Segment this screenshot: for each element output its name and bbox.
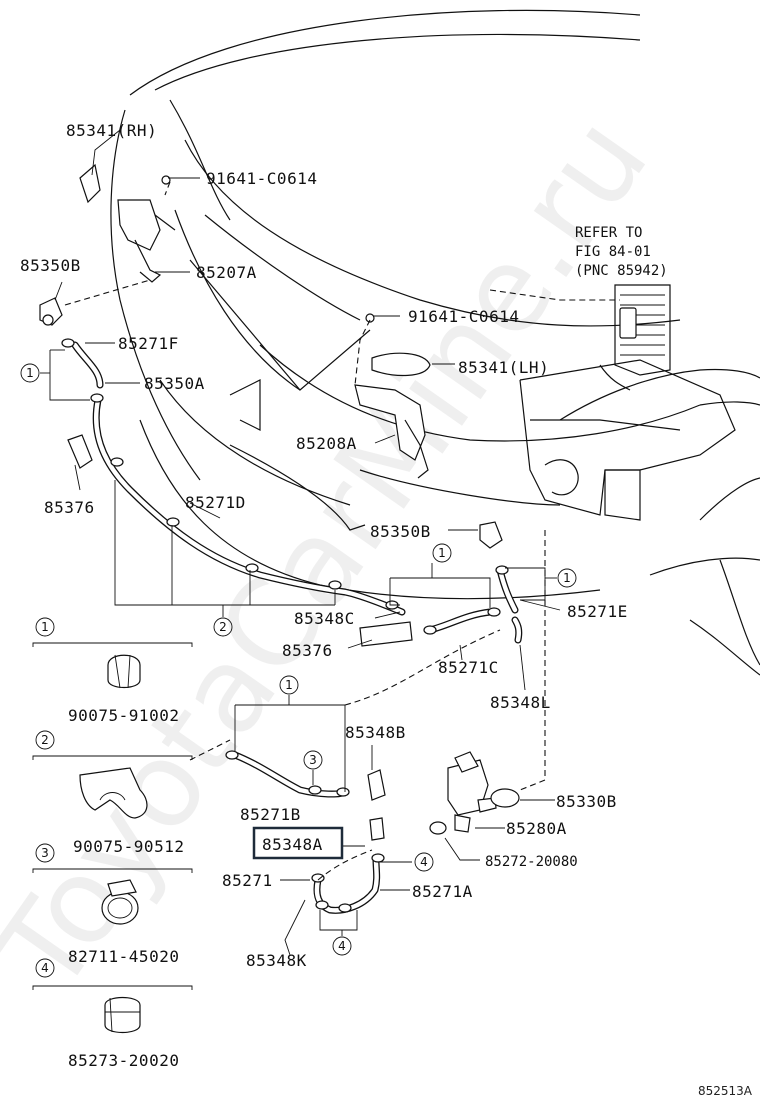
label-85341-rh: 85341(RH) [66, 121, 157, 140]
callout-1-middle: 1 [438, 546, 446, 560]
refer-line-3: (PNC 85942) [575, 263, 668, 279]
legend-3-part: 82711-45020 [68, 947, 179, 966]
label-85271e: 85271E [567, 602, 628, 621]
callout-4-bottom: 4 [338, 939, 346, 953]
label-85341-lh: 85341(LH) [458, 358, 549, 377]
legend-3-number: 3 [41, 846, 49, 860]
label-85376-middle: 85376 [282, 641, 333, 660]
refer-line-2: FIG 84-01 [575, 244, 651, 260]
label-85271c: 85271C [438, 658, 499, 677]
label-85271a: 85271A [412, 882, 473, 901]
label-91641-c0614-upper: 91641-C0614 [206, 169, 317, 188]
callout-3: 3 [309, 753, 317, 767]
diagram-code: 852513A [698, 1084, 753, 1098]
label-85207a: 85207A [196, 263, 257, 282]
label-85272-20080: 85272-20080 [485, 854, 578, 870]
label-85280a: 85280A [506, 819, 567, 838]
washer-reservoir [519, 284, 736, 521]
washer-pump [429, 751, 520, 835]
legend-4-number: 4 [41, 961, 49, 975]
label-91641-c0614-lower: 91641-C0614 [408, 307, 519, 326]
leader-lines [54, 129, 561, 956]
clip-90075-91002-icon [107, 654, 141, 689]
label-85271b: 85271B [240, 805, 301, 824]
dashed-references [64, 181, 620, 881]
label-85330b: 85330B [556, 792, 617, 811]
refer-note: REFER TO FIG 84-01 (PNC 85942) [575, 225, 668, 279]
label-85348c: 85348C [294, 609, 355, 628]
callout-4-right: 4 [420, 855, 428, 869]
hose-clamps [61, 338, 509, 913]
clip-legend: 1 90075-91002 2 90075-90512 3 82711-4502… [32, 617, 193, 1070]
callout-1-lower: 1 [285, 678, 293, 692]
label-85271f: 85271F [118, 334, 179, 353]
callout-circles: 1 1 1 2 1 3 4 4 [20, 363, 577, 956]
label-85271: 85271 [222, 871, 273, 890]
callout-1-left: 1 [26, 366, 34, 380]
legend-1-part: 90075-91002 [68, 706, 179, 725]
watermark: ToyotaCarMine.ru [0, 92, 674, 1016]
label-85376-left: 85376 [44, 498, 95, 517]
label-85348k: 85348K [246, 951, 307, 970]
washer-nozzle-lh [354, 352, 431, 479]
part-labels: 85341(RH) 91641-C0614 85350B 85207A 9164… [20, 121, 628, 970]
legend-2-part: 90075-90512 [73, 837, 184, 856]
callout-2: 2 [219, 620, 227, 634]
label-85348b: 85348B [345, 723, 406, 742]
highlight-box-85348a [252, 826, 344, 860]
label-85350b-middle: 85350B [370, 522, 431, 541]
washer-nozzle-rh [79, 163, 176, 283]
clip-82711-45020-icon [101, 879, 139, 925]
refer-line-1: REFER TO [575, 225, 642, 241]
label-85208a: 85208A [296, 434, 357, 453]
label-85348a: 85348A [262, 835, 323, 854]
legend-4-part: 85273-20020 [68, 1051, 179, 1070]
callout-1-right: 1 [563, 571, 571, 585]
label-85271d: 85271D [185, 493, 246, 512]
label-85350a: 85350A [144, 374, 205, 393]
label-85350b-upper: 85350B [20, 256, 81, 275]
fittings [39, 175, 503, 841]
label-85348l: 85348L [490, 693, 551, 712]
clip-90075-90512-icon [79, 767, 148, 819]
clip-85273-20020-icon [104, 996, 141, 1034]
legend-2-number: 2 [41, 733, 49, 747]
callout-brackets [40, 349, 557, 936]
legend-1-number: 1 [41, 620, 49, 634]
